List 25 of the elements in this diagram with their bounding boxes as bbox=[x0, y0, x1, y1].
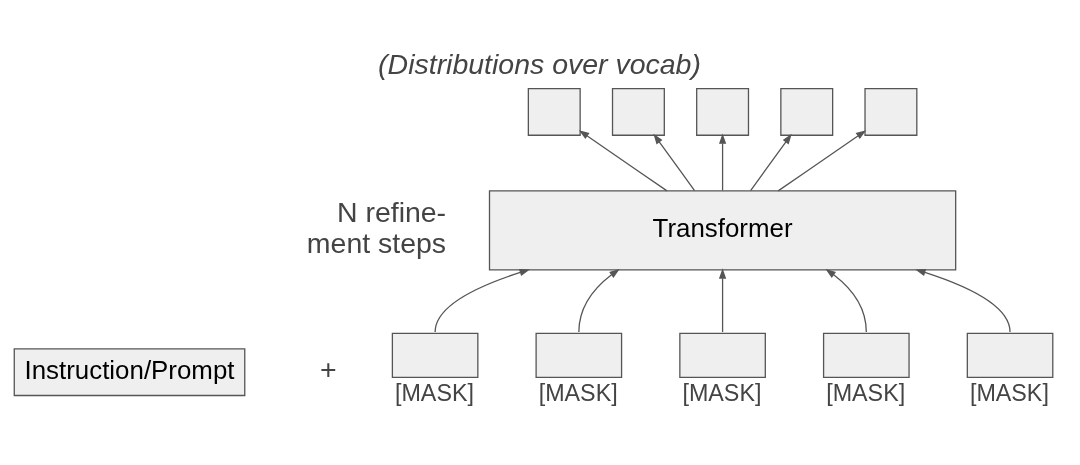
node-label: [MASK] bbox=[682, 379, 762, 406]
node-label: [MASK] bbox=[826, 379, 906, 406]
node-box bbox=[696, 87, 750, 136]
node-box bbox=[611, 87, 665, 136]
arrow bbox=[718, 267, 727, 333]
node-label: [MASK] bbox=[969, 379, 1049, 406]
arrow bbox=[777, 129, 867, 191]
arrow bbox=[749, 133, 792, 191]
node-box bbox=[527, 87, 581, 136]
label: N refine- ment steps bbox=[306, 195, 447, 259]
arrow bbox=[578, 129, 668, 191]
arrow bbox=[434, 268, 530, 333]
arrow bbox=[653, 133, 696, 191]
node-box bbox=[780, 87, 834, 136]
arrow bbox=[718, 132, 727, 191]
node-box: Transformer bbox=[488, 189, 957, 271]
diagram-title: (Distributions over vocab) bbox=[378, 47, 701, 80]
arrow bbox=[825, 268, 867, 333]
node-label: [MASK] bbox=[538, 379, 618, 406]
node-box: Instruction/Prompt bbox=[13, 347, 246, 396]
label: + bbox=[320, 352, 337, 385]
arrow bbox=[578, 268, 620, 333]
node-box bbox=[864, 87, 918, 136]
node-label: [MASK] bbox=[394, 379, 474, 406]
arrow bbox=[915, 268, 1011, 333]
